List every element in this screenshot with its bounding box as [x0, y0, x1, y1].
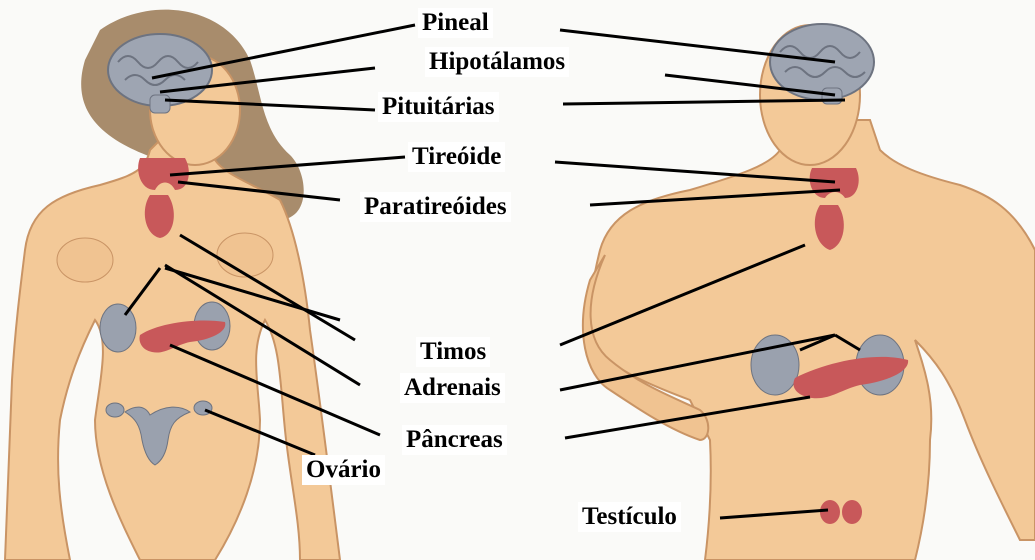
female-ovary-left [106, 403, 124, 417]
female-breast-left [57, 238, 113, 282]
label-testiculo: Testículo [578, 502, 681, 532]
label-pituitarias: Pituitárias [378, 92, 499, 122]
label-adrenais: Adrenais [400, 373, 505, 403]
male-testicle-right [842, 500, 862, 524]
female-kidney-left [100, 304, 136, 352]
female-breast-right [217, 233, 273, 277]
label-paratireoides: Paratireóides [360, 192, 511, 222]
label-hipotalamos: Hipotálamos [425, 47, 569, 77]
female-pituitary [150, 95, 170, 113]
label-tireoide: Tireóide [408, 142, 505, 172]
male-figure [583, 24, 1035, 560]
female-figure [5, 10, 340, 560]
male-testicle-left [820, 500, 840, 524]
label-ovario: Ovário [302, 455, 385, 485]
label-pineal: Pineal [418, 8, 493, 38]
label-timos: Timos [416, 337, 490, 367]
label-pancreas: Pâncreas [402, 425, 507, 455]
